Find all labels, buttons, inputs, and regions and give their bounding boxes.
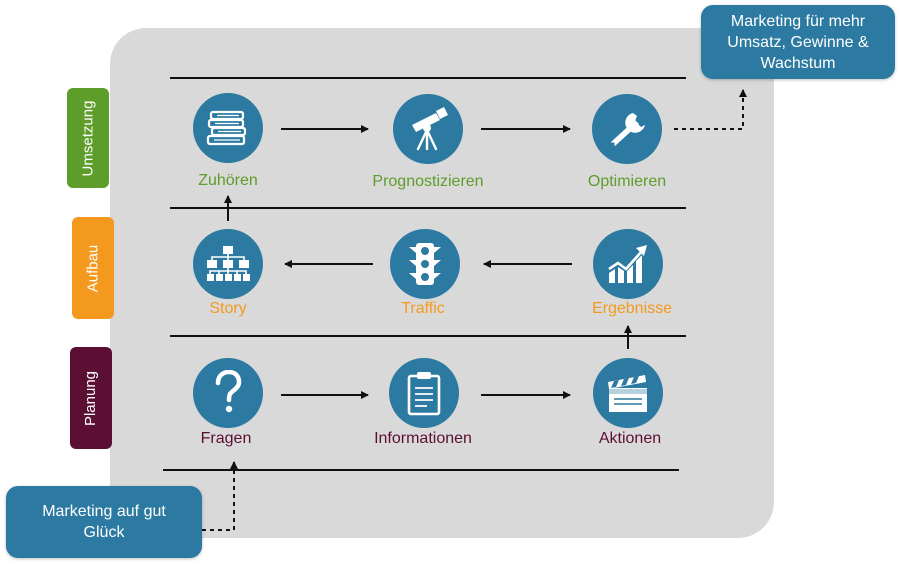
node-ergebnisse — [593, 229, 663, 299]
node-story-label: Story — [209, 300, 247, 317]
node-traffic-label: Traffic — [401, 300, 445, 317]
tab-aufbau: Aufbau — [72, 217, 114, 319]
row-divider-bottom — [163, 469, 679, 471]
node-aktionen — [593, 358, 663, 428]
row-divider-umsetzung-aufbau — [170, 207, 686, 209]
tab-umsetzung: Umsetzung — [67, 88, 109, 188]
goal-callout: Marketing für mehr Umsatz, Gewinne & Wac… — [701, 5, 895, 79]
growth-chart-icon — [608, 245, 647, 283]
node-traffic — [390, 229, 460, 299]
node-zuhoeren — [193, 93, 263, 163]
node-zuhoeren-label: Zuhören — [198, 172, 258, 189]
start-callout-text: Marketing auf gut Glück — [42, 503, 166, 541]
start-callout: Marketing auf gut Glück — [6, 486, 202, 558]
tab-planung: Planung — [70, 347, 112, 449]
node-fragen-label: Fragen — [200, 430, 252, 447]
row-divider-top — [170, 77, 686, 79]
traffic-light-icon — [409, 243, 441, 285]
node-optimieren-label: Optimieren — [587, 173, 667, 190]
clipboard-icon — [407, 372, 441, 416]
node-informationen-label: Informationen — [374, 430, 472, 447]
node-story — [193, 229, 263, 299]
arrow-optimieren-goal — [674, 89, 747, 130]
org-chart-icon — [207, 246, 250, 281]
arrow-start-fragen — [202, 461, 238, 531]
node-optimieren — [592, 94, 662, 164]
wrench-icon — [611, 113, 645, 146]
node-fragen — [193, 358, 263, 428]
node-prognostizieren-label: Prognostizieren — [372, 173, 484, 190]
books-icon — [206, 110, 247, 146]
telescope-icon — [412, 107, 448, 151]
clapperboard-icon — [608, 375, 647, 412]
goal-callout-text: Marketing für mehr Umsatz, Gewinne & Wac… — [727, 12, 869, 72]
node-aktionen-label: Aktionen — [598, 430, 662, 447]
node-ergebnisse-label: Ergebnisse — [591, 300, 673, 317]
node-prognostizieren — [393, 94, 463, 164]
question-mark-icon — [215, 370, 242, 413]
row-divider-aufbau-planung — [170, 335, 686, 337]
node-informationen — [389, 358, 459, 428]
